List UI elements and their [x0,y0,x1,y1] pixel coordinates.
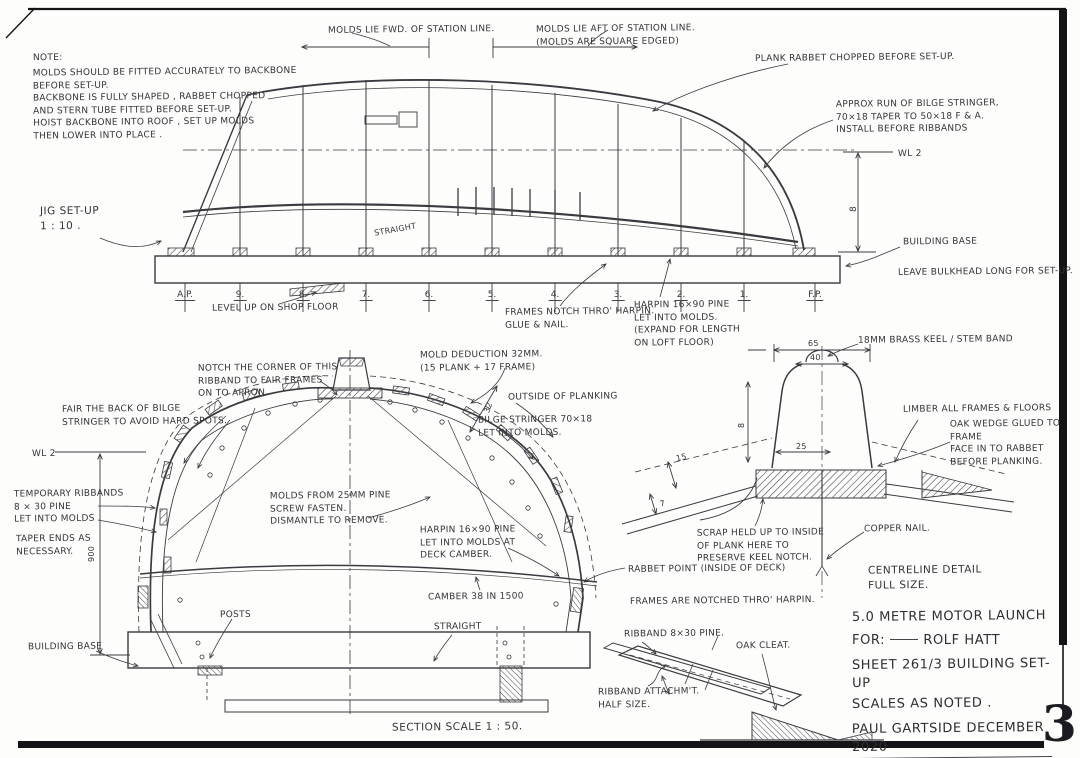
dim-40-label: 40 [809,352,821,363]
note-heading: NOTE: [32,52,63,64]
label-taper-ends: TAPER ENDS AS NECESSARY. [15,533,91,557]
screw-holes [177,397,559,607]
title-line1: 5.0 METRE MOTOR LAUNCH [851,608,1047,626]
label-molds-aft: MOLDS LIE AFT OF STATION LINE. (MOLDS AR… [535,23,695,48]
dim-65-label: 65 [807,338,819,349]
floor-ticks [457,187,581,220]
label-fair-back: FAIR THE BACK OF BILGE STRINGER TO AVOID… [61,403,228,428]
profile-title: JIG SET-UP 1 : 10 . [39,204,100,232]
station-ticks [184,283,816,312]
dim-molds-fwd [302,38,430,58]
dim-profile-height [838,151,893,253]
station-7: 7. [359,290,373,301]
label-frames-notch: FRAMES NOTCH THRO' HARPIN. GLUE & NAIL. [504,306,655,331]
ribband-pads [159,381,574,574]
station-9: 9. [233,290,247,301]
label-bilge-stringer-profile: APPROX RUN OF BILGE STRINGER, 70×18 TAPE… [835,98,999,136]
label-molds-pine: MOLDS FROM 25MM PINE SCREW FASTEN. DISMA… [269,490,391,527]
station-ap: A.P. [175,290,195,301]
label-brass-band: 18MM BRASS KEEL / STEM BAND [857,334,1014,346]
station-6: 6. [422,290,436,301]
title-line2-name: ROLF HATT [923,633,1001,649]
label-plank-rabbet: PLANK RABBET CHOPPED BEFORE SET-UP. [754,51,955,65]
label-harpin-deck: HARPIN 16×90 PINE LET INTO MOLDS AT DECK… [419,524,516,561]
label-ribband: RIBBAND 8×30 PINE. [623,628,725,640]
station-4: 4. [548,290,562,301]
section-title: SECTION SCALE 1 : 50. [391,720,523,734]
centerline-leaders [754,343,951,559]
station-3: 3. [611,290,625,301]
ribband-title: RIBBAND ATTACHM'T. HALF SIZE. [597,686,700,711]
label-leave-bulkhead: LEAVE BULKHEAD LONG FOR SET-UP. [897,266,1073,278]
title-line2-prefix: FOR: [852,633,886,649]
label-notch-corner: NOTCH THE CORNER OF THIS RIBBAND TO FAIR… [197,362,338,399]
label-molds-fwd: MOLDS LIE FWD. OF STATION LINE. [327,24,495,36]
station-fp: F.P. [806,290,824,301]
dim-section-height-label: 900 [87,545,96,562]
label-posts: POSTS [219,609,251,621]
dim-8-label: 8 [737,422,746,428]
station-1: 1. [737,290,751,301]
label-temp-ribbands: TEMPORARY RIBBANDS 8 × 30 PINE LET INTO … [13,488,124,525]
profile-view [99,29,901,312]
title-dash [890,639,919,641]
label-scrap: SCRAP HELD UP TO INSIDE OF PLANK HERE TO… [696,527,825,564]
title-block: 5.0 METRE MOTOR LAUNCH FOR: ROLF HATT SH… [851,608,1053,758]
label-level-up: LEVEL UP ON SHOP FLOOR [211,302,339,314]
title-line4: SCALES AS NOTED . [851,695,993,712]
section-leaders [95,367,626,666]
section-view [55,350,626,714]
dim-section-height [55,451,146,656]
label-oak-wedge: OAK WEDGE GLUED TO FRAME FACE IN TO RABB… [949,418,1061,468]
label-bilge-stringer-section: BILGE STRINGER 70×18 LET INTO MOLDS. [477,414,593,439]
note-body: MOLDS SHOULD BE FITTED ACCURATELY TO BAC… [32,65,297,142]
mold-lines [239,80,745,256]
ribband-leaders [641,641,776,710]
title-line3: SHEET 261/3 BUILDING SET-UP [851,656,1051,692]
label-wl2-section: WL 2 [31,448,56,460]
label-copper-nail: COPPER NAIL. [863,523,931,535]
label-oak-cleat: OAK CLEAT. [735,640,791,652]
profile-leaders [99,29,901,307]
centerline-title: CENTRELINE DETAIL FULL SIZE. [867,563,982,592]
label-building-base-profile: BUILDING BASE [902,236,978,248]
station-8: 8. [296,290,310,301]
label-limber: LIMBER ALL FRAMES & FLOORS [902,403,1052,415]
label-straight-section: STRAIGHT [433,621,482,633]
label-mold-deduction: MOLD DEDUCTION 32MM. (15 PLANK + 17 FRAM… [419,349,543,374]
label-camber: CAMBER 38 IN 1500 [427,591,524,603]
centerline-dims [650,344,870,514]
dim-profile-height-label: 8 [849,205,859,212]
ribband-detail [602,635,884,741]
sheet-border [5,7,1067,748]
station-5: 5. [485,290,499,301]
centerline-detail [621,343,1015,598]
dim-molds-aft [492,38,637,58]
label-outside-planking: OUTSIDE OF PLANKING [507,391,618,403]
station-2: 2. [674,290,688,301]
title-line5: PAUL GARTSIDE DECEMBER 2020 [851,718,1053,758]
label-harpin-profile: HARPIN 16×90 PINE LET INTO MOLDS. (EXPAN… [633,299,741,349]
label-building-base-section: BUILDING BASE [27,641,103,653]
dim-25-label: 25 [795,441,807,452]
label-wl2-profile: WL 2 [897,148,922,160]
label-frames-notched: FRAMES ARE NOTCHED THRO' HARPIN. [629,595,815,607]
page-number: 3 [1042,694,1077,753]
